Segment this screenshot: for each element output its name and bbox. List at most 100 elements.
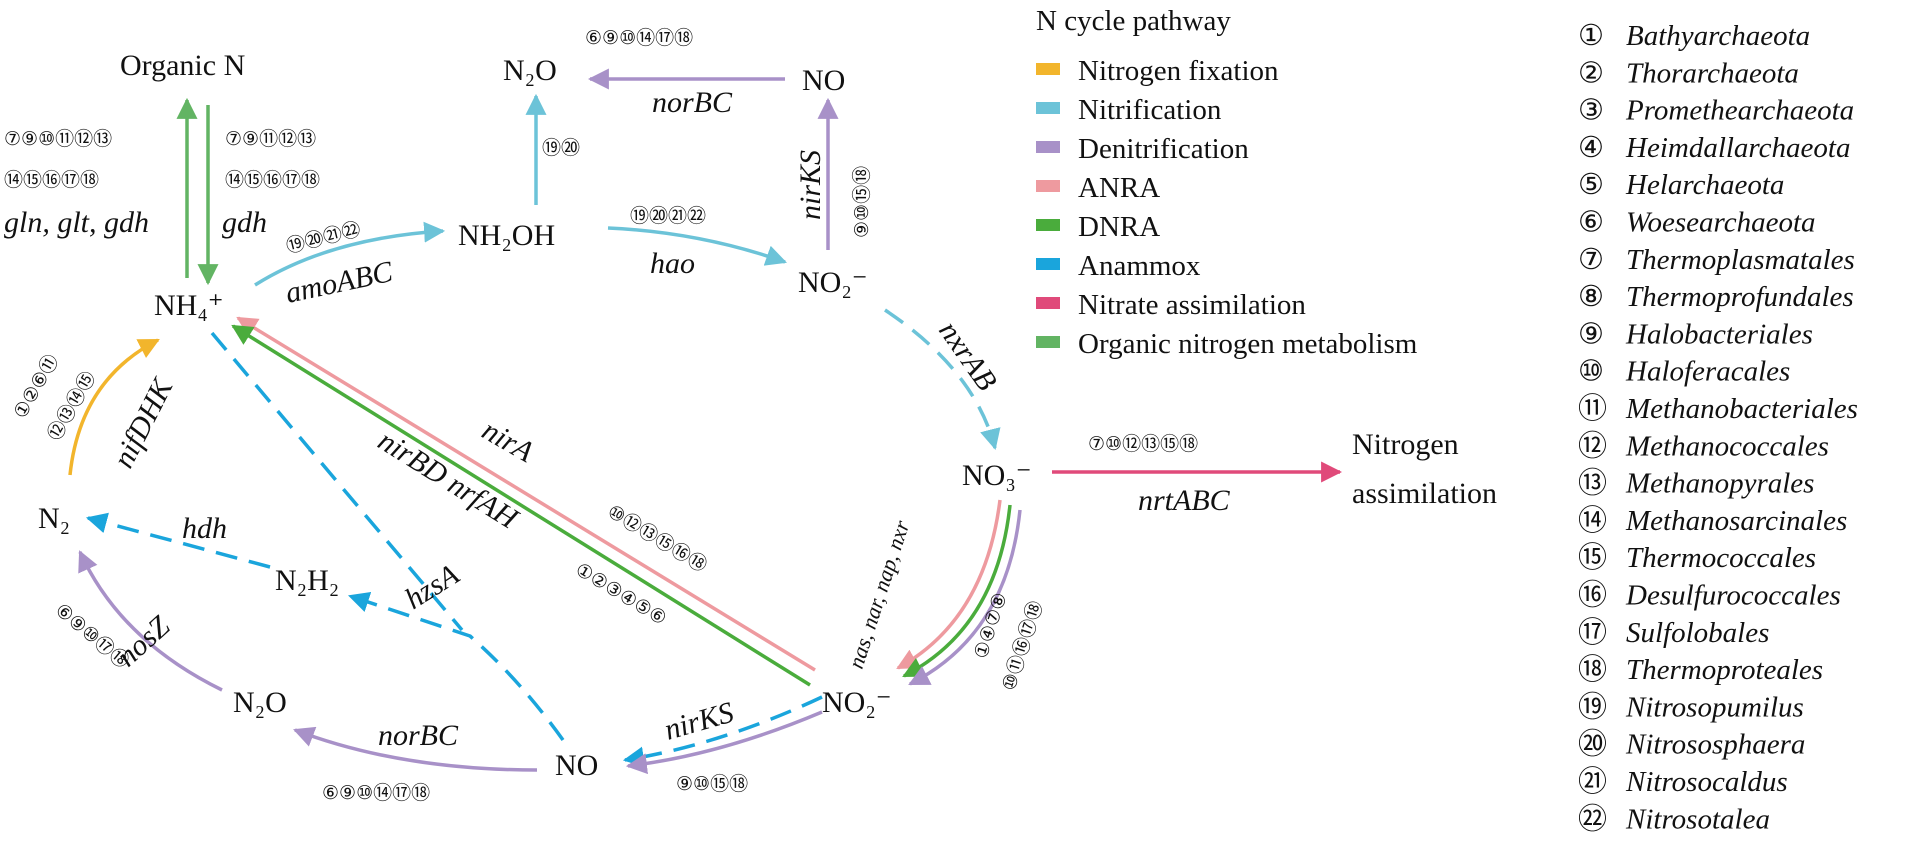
taxon-number: ④: [1578, 132, 1604, 164]
taxon-number: ⑪: [1578, 393, 1607, 425]
legend-swatch: [1036, 180, 1060, 192]
taxon-number: ⑱: [1578, 654, 1607, 686]
taxon-number: ⑬: [1578, 468, 1607, 500]
legend-label: Nitrogen fixation: [1078, 55, 1279, 87]
legend-swatch: [1036, 219, 1060, 231]
taxon-name: Thermoprofundales: [1626, 281, 1854, 313]
taxon-number: ⑨: [1578, 318, 1604, 350]
legend-swatch: [1036, 63, 1060, 75]
taxon-name: Thermoplasmatales: [1626, 244, 1855, 276]
taxon-number: ⑫: [1578, 430, 1607, 462]
gene-nira: nirA: [477, 413, 540, 469]
node-no2-bottom: NO₂⁻: [822, 686, 892, 719]
taxon-name: Nitrososphaera: [1625, 729, 1805, 761]
taxon-name: Thermococcales: [1626, 542, 1816, 574]
arrow-nirks-bottom-anammox: [622, 695, 823, 768]
node-n2h2: N₂H₂: [275, 564, 339, 597]
taxon-name: Haloferacales: [1625, 356, 1790, 388]
arrow-no3-no2-dnra: [902, 504, 1012, 678]
legend-label: Organic nitrogen metabolism: [1078, 328, 1418, 360]
gene-hao: hao: [650, 247, 695, 280]
arrow-norbc-bottom: [293, 726, 538, 772]
node-nitrogen-assimilation-2: assimilation: [1352, 477, 1497, 510]
node-nh4: NH₄⁺: [154, 289, 224, 322]
taxon-name: Nitrosopumilus: [1625, 691, 1804, 723]
taxon-number: ⑲: [1578, 691, 1607, 723]
arrow-no3-no2-denit: [908, 509, 1022, 686]
taxon-name: Sulfolobales: [1626, 617, 1769, 649]
taxon-name: Methanococcales: [1625, 430, 1829, 462]
legend-label: Anammox: [1078, 250, 1201, 282]
node-nitrogen-assimilation-1: Nitrogen: [1352, 428, 1459, 461]
taxon-name: Methanobacteriales: [1625, 393, 1858, 425]
node-no2-top: NO₂⁻: [798, 266, 868, 299]
org-nif-1: ①②⑥⑪: [9, 351, 63, 423]
node-no-bottom: NO: [555, 749, 598, 782]
arrow-amoabc: [254, 221, 446, 287]
taxon-name: Bathyarchaeota: [1626, 20, 1810, 52]
node-n2: N₂: [38, 502, 70, 535]
gene-nirks-bottom: nirKS: [661, 696, 737, 747]
taxon-name: Nitrosocaldus: [1625, 766, 1788, 798]
gene-hzsa: hzsA: [399, 558, 465, 616]
legend-swatch: [1036, 258, 1060, 270]
arrow-hzsa: [348, 592, 565, 742]
taxon-number: ⑦: [1578, 244, 1604, 276]
legend-label: ANRA: [1078, 172, 1160, 204]
legend-swatch: [1036, 336, 1060, 348]
taxon-name: Desulfurococcales: [1625, 580, 1841, 612]
taxon-name: Helarchaeota: [1625, 169, 1784, 201]
legend-label: Denitrification: [1078, 133, 1249, 165]
taxon-number: ㉑: [1578, 766, 1607, 798]
taxon-name: Woesearchaeota: [1626, 207, 1816, 239]
org-nas-1: ①④⑦⑧: [971, 590, 1012, 661]
gene-gln-glt-gdh: gln, glt, gdh: [4, 206, 149, 239]
gene-gdh: gdh: [222, 206, 267, 239]
legend-title: N cycle pathway: [1036, 5, 1231, 37]
gene-norbc-top: norBC: [652, 86, 733, 119]
org-right-2: ⑭⑮⑯⑰⑱: [225, 169, 320, 191]
org-nirbd: ①②③④⑤⑥: [571, 559, 669, 630]
org-norbc-top: ⑥⑨⑩⑭⑰⑱: [585, 27, 693, 49]
taxon-number: ⑯: [1578, 580, 1607, 612]
arrow-nirbd-nrfah: [231, 324, 811, 687]
org-nrtabc: ⑦⑩⑫⑬⑮⑱: [1088, 433, 1198, 455]
legend: N cycle pathway Nitrogen fixationNitrifi…: [1036, 5, 1418, 360]
legend-swatch: [1036, 297, 1060, 309]
org-right-1: ⑦⑨⑪⑫⑬: [225, 128, 316, 150]
arrow-no3-no2-anra: [896, 499, 1002, 670]
arrow-hao: [607, 226, 787, 266]
org-nosz: ⑥⑨⑩⑰⑱: [51, 599, 133, 673]
gene-hdh: hdh: [182, 512, 227, 545]
taxon-name: Thorarchaeota: [1626, 57, 1799, 89]
org-left-1: ⑦⑨⑩⑪⑫⑬: [4, 128, 112, 150]
taxon-number: ②: [1578, 57, 1604, 89]
org-nh2oh-n2o: ⑲⑳: [542, 137, 580, 159]
arrow-nira: [236, 316, 816, 672]
taxon-name: Nitrosotalea: [1625, 803, 1770, 835]
legend-swatch: [1036, 141, 1060, 153]
gene-nifdhk: nifDHK: [107, 372, 180, 473]
taxon-number: ⑤: [1578, 169, 1604, 201]
node-nh2oh: NH₂OH: [458, 219, 555, 252]
org-nirks-top: ⑨⑩⑮⑱: [851, 166, 873, 238]
taxon-name: Heimdallarchaeota: [1625, 132, 1850, 164]
org-left-2: ⑭⑮⑯⑰⑱: [4, 169, 99, 191]
legend-label: Nitrate assimilation: [1078, 289, 1306, 321]
taxon-name: Methanosarcinales: [1625, 505, 1847, 537]
node-no-top: NO: [802, 64, 845, 97]
gene-nrtabc: nrtABC: [1138, 484, 1231, 517]
arrow-nifdhk: [68, 338, 160, 476]
taxon-number: ③: [1578, 95, 1604, 127]
legend-label: DNRA: [1078, 211, 1160, 243]
taxon-number: ⑰: [1578, 617, 1607, 649]
arrow-nh4-to-hzsa: [210, 331, 464, 632]
taxon-name: Thermoproteales: [1626, 654, 1823, 686]
taxon-number: ⑥: [1578, 207, 1604, 239]
legend-swatch: [1036, 102, 1060, 114]
org-norbc-bottom: ⑥⑨⑩⑭⑰⑱: [322, 782, 430, 804]
taxon-number: ①: [1578, 20, 1604, 52]
node-n2o-bottom: N₂O: [233, 686, 287, 719]
